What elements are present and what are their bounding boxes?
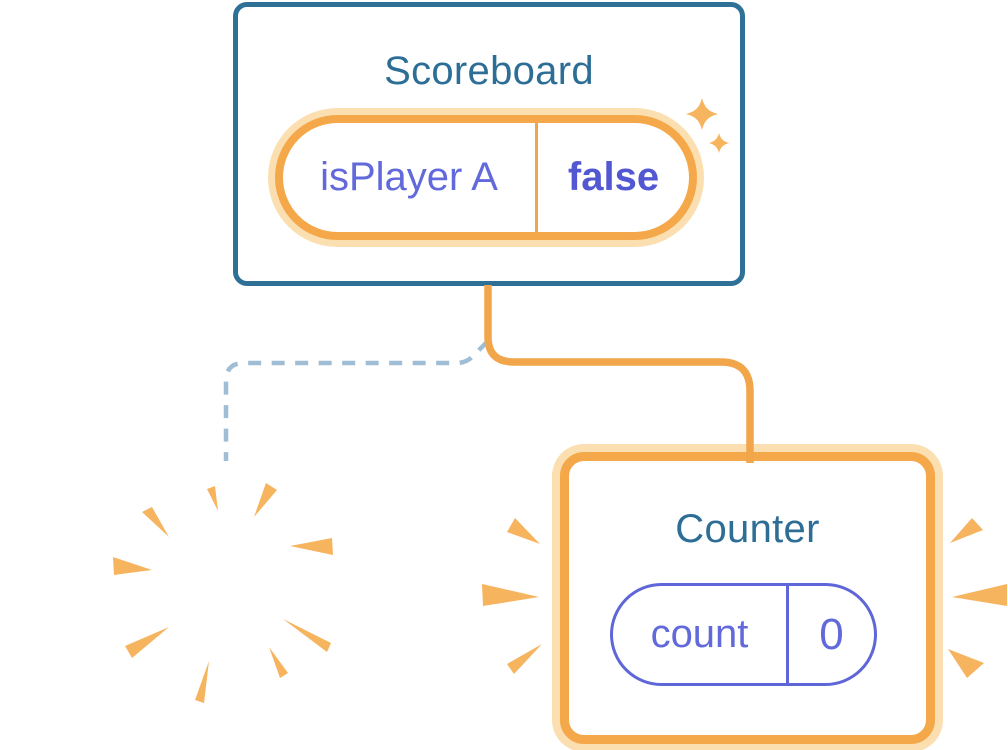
state-key-label: count [650,612,749,656]
counter-state-pill: count 0 [610,583,877,686]
state-value-cell: false [538,123,689,232]
destroyed-component-square [95,457,365,727]
state-key-label: isPlayer A [320,155,498,199]
poof-burst-icon [113,483,333,703]
scoreboard-component-card: Scoreboard isPlayer A false [233,2,745,286]
pill-divider [786,586,789,683]
scoreboard-state-pill: isPlayer A false [275,115,697,240]
counter-component-card: Counter count 0 [560,452,935,744]
state-value-cell: 0 [789,586,874,683]
state-value-label: false [567,155,660,199]
state-key-cell: count [613,586,786,683]
pill-divider [535,123,538,232]
scoreboard-title: Scoreboard [384,49,594,93]
preserved-connector-line [484,285,754,463]
destroyed-connector-dashed-line [223,339,490,461]
state-value-label: 0 [819,609,844,659]
state-key-cell: isPlayer A [283,123,535,232]
emphasis-lines-left-icon [482,518,542,674]
counter-title: Counter [675,507,820,551]
emphasis-lines-right-icon [948,518,1007,678]
